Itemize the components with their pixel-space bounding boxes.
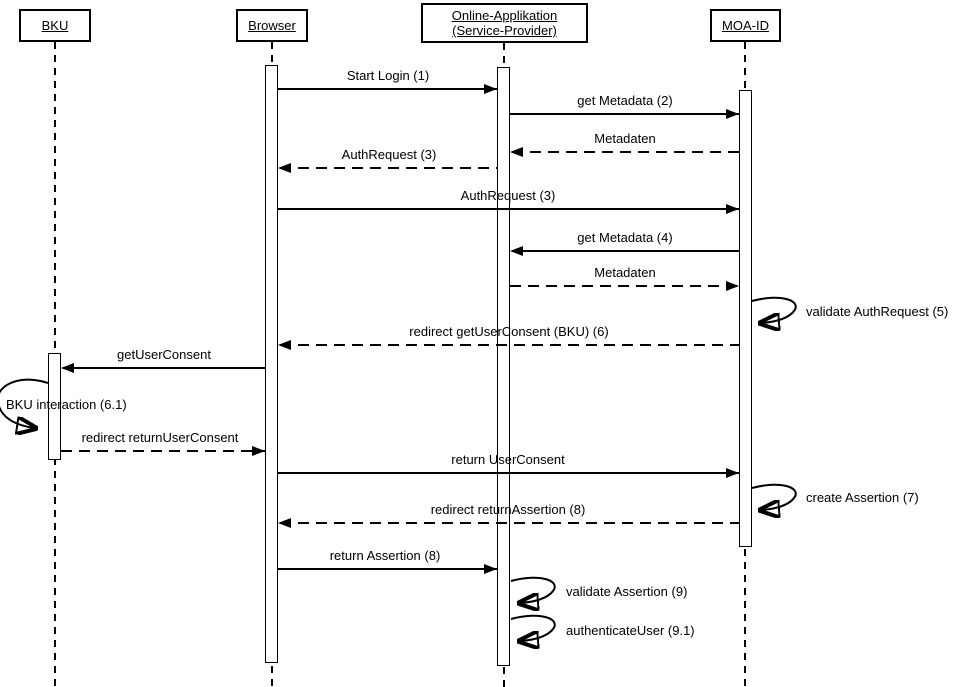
message-return-userconsent-label: return UserConsent: [451, 452, 565, 467]
message-redirect-returnassertion-label: redirect returnAssertion (8): [430, 502, 586, 517]
message-return-userconsent-arrowhead: [726, 468, 739, 478]
message-metadaten-return-2-label: Metadaten: [594, 131, 656, 146]
message-bku-interaction-arc: [0, 378, 49, 431]
participant-label-moa-id: MOA-ID: [722, 18, 769, 33]
message-return-assertion-line: [278, 568, 497, 570]
message-getuserconsent-label: getUserConsent: [117, 347, 211, 362]
message-metadaten-return-2-line: [512, 151, 739, 153]
participant-label-bku: BKU: [41, 18, 69, 33]
activation-bar-browser: [265, 65, 278, 663]
message-authrequest-redirect-label: AuthRequest (3): [341, 147, 437, 162]
participant-box-browser: Browser: [236, 9, 308, 42]
message-authrequest-forward-arrowhead: [726, 204, 739, 214]
message-validate-authrequest-label: validate AuthRequest (5): [806, 304, 949, 319]
participant-label-online-applikation: Online-Applikation (Service-Provider): [451, 8, 558, 38]
message-validate-assertion-label: validate Assertion (9): [566, 584, 688, 599]
message-bku-interaction-label: BKU interaction (6.1): [6, 397, 127, 412]
message-return-assertion-label: return Assertion (8): [329, 548, 441, 563]
message-getuserconsent-arrowhead: [61, 363, 74, 373]
message-metadaten-return-2-arrowhead: [510, 147, 523, 157]
message-create-assertion-arc: [751, 483, 797, 514]
message-get-metadata-2-line: [510, 113, 739, 115]
participant-box-bku: BKU: [19, 9, 91, 42]
message-redirect-returnuserconsent-line: [61, 450, 265, 452]
message-authenticateuser-label: authenticateUser (9.1): [566, 623, 695, 638]
message-create-assertion-label: create Assertion (7): [806, 490, 919, 505]
participant-label-browser: Browser: [248, 18, 296, 33]
message-metadaten-return-4-arrowhead: [726, 281, 739, 291]
message-get-metadata-2-arrowhead: [726, 109, 739, 119]
participant-box-online-applikation: Online-Applikation (Service-Provider): [421, 3, 588, 43]
message-return-userconsent-line: [278, 472, 739, 474]
activation-bar-online-applikation: [497, 67, 510, 666]
message-validate-authrequest-arc: [751, 296, 797, 327]
message-authrequest-redirect-arrowhead: [278, 163, 291, 173]
message-start-login-label: Start Login (1): [346, 68, 430, 83]
message-redirect-getuserconsent-arrowhead: [278, 340, 291, 350]
message-start-login-line: [278, 88, 497, 90]
message-authrequest-redirect-line: [280, 167, 497, 169]
message-authrequest-forward-label: AuthRequest (3): [460, 188, 556, 203]
message-getuserconsent-line: [63, 367, 265, 369]
message-metadaten-return-4-line: [510, 285, 739, 287]
message-authenticateuser-arc: [510, 614, 556, 645]
message-start-login-arrowhead: [484, 84, 497, 94]
message-redirect-getuserconsent-line: [280, 344, 739, 346]
participant-box-moa-id: MOA-ID: [710, 9, 781, 42]
message-get-metadata-4-arrowhead: [510, 246, 523, 256]
message-return-assertion-arrowhead: [484, 564, 497, 574]
message-get-metadata-4-line: [512, 250, 739, 252]
message-redirect-returnassertion-line: [280, 522, 739, 524]
message-authrequest-forward-line: [278, 208, 739, 210]
message-redirect-returnassertion-arrowhead: [278, 518, 291, 528]
activation-bar-bku: [48, 353, 61, 460]
message-validate-assertion-arc: [510, 576, 556, 607]
message-get-metadata-4-label: get Metadata (4): [577, 230, 673, 245]
message-get-metadata-2-label: get Metadata (2): [577, 93, 673, 108]
message-redirect-returnuserconsent-arrowhead: [252, 446, 265, 456]
message-redirect-returnuserconsent-label: redirect returnUserConsent: [81, 430, 239, 445]
activation-bar-moa-id: [739, 90, 752, 547]
message-metadaten-return-4-label: Metadaten: [594, 265, 656, 280]
message-redirect-getuserconsent-label: redirect getUserConsent (BKU) (6): [409, 324, 609, 339]
